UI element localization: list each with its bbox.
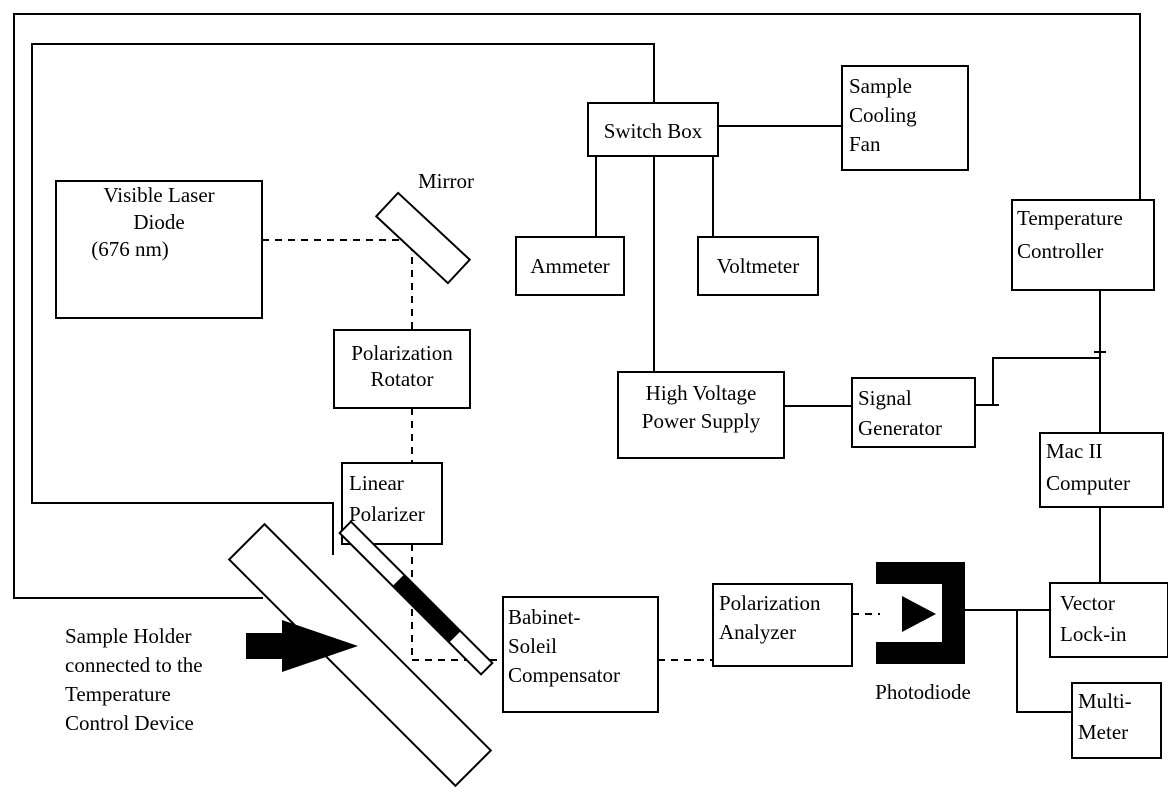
sample-holder-label-line: Control Device [65, 711, 194, 735]
temperature-controller-box [1011, 199, 1155, 291]
ammeter-box [515, 236, 625, 296]
pol-rotator-label-line: Rotator [371, 367, 434, 391]
ammeter-label: Ammeter [530, 254, 609, 278]
mirror-label: Mirror [418, 169, 474, 193]
switch-box-label: Switch Box [604, 119, 703, 143]
temp-controller-label-line: Controller [1017, 239, 1103, 263]
mac-label: Mac II Computer [1046, 439, 1130, 495]
pol-analyzer-label-line: Analyzer [719, 620, 796, 644]
mirror-label-line: Mirror [418, 169, 474, 193]
mac-label-line: Computer [1046, 471, 1130, 495]
voltmeter-box [697, 236, 819, 296]
laser-label-line: (676 nm) [91, 237, 169, 261]
babinet-soleil-box [502, 596, 659, 713]
lockin-label-line: Vector [1060, 591, 1115, 615]
multimeter-label: Multi- Meter [1078, 689, 1132, 744]
sample-electrode [392, 574, 461, 643]
cooling-fan-label-line: Cooling [849, 103, 917, 127]
sample-holder-arrow-icon [246, 620, 358, 672]
lockin-box [1049, 582, 1168, 658]
sample-holder-label-line: Sample Holder [65, 624, 192, 648]
babinet-label-line: Babinet- [508, 605, 580, 629]
wire-photodiode-multimeter [1016, 610, 1072, 713]
switch-box [587, 102, 719, 157]
photodiode-label-line: Photodiode [875, 680, 971, 704]
laser-diode-box [55, 180, 263, 319]
babinet-label-line: Soleil [508, 634, 557, 658]
polarization-rotator-box [333, 329, 471, 409]
lin-polarizer-label-line: Polarizer [349, 502, 425, 526]
multimeter-box [1071, 682, 1162, 759]
polarization-analyzer-box [712, 583, 853, 667]
mirror-shape [374, 191, 472, 285]
hv-power-supply-box [617, 371, 785, 459]
cooling-fan-box [841, 65, 969, 171]
switch-box-label-line: Switch Box [604, 119, 703, 143]
photodiode-label: Photodiode [875, 680, 971, 704]
laser-label-line: Visible Laser [103, 183, 214, 207]
multimeter-label-line: Meter [1078, 720, 1128, 744]
cooling-fan-label-line: Sample [849, 74, 912, 98]
photodiode-housing [876, 562, 965, 664]
signal-generator-box [851, 377, 976, 448]
lin-polarizer-label-line: Linear [349, 471, 404, 495]
hv-supply-label-line: High Voltage [646, 381, 757, 405]
babinet-label-line: Compensator [508, 663, 620, 687]
multimeter-label-line: Multi- [1078, 689, 1132, 713]
pol-analyzer-label-line: Polarization [719, 591, 821, 615]
hv-supply-label-line: Power Supply [642, 409, 761, 433]
wire-tempcontroller-outer-loop [13, 13, 1141, 599]
sample-holder-plate [227, 522, 493, 788]
voltmeter-label: Voltmeter [717, 254, 799, 278]
mac-label-line: Mac II [1046, 439, 1103, 463]
signal-gen-label-line: Generator [858, 416, 942, 440]
lockin-label-line: Lock-in [1060, 622, 1127, 646]
sample-holder-label-line: connected to the [65, 653, 203, 677]
voltmeter-label-line: Voltmeter [717, 254, 799, 278]
sample-holder [227, 520, 494, 788]
sample-holder-label-line: Temperature [65, 682, 171, 706]
temp-controller-label-line: Temperature [1017, 206, 1123, 230]
ammeter-label-line: Ammeter [530, 254, 609, 278]
photodiode [876, 562, 965, 664]
signal-gen-label-line: Signal [858, 386, 912, 410]
wire-signal-tempcontroller [975, 357, 1100, 406]
mac-computer-box [1039, 432, 1164, 508]
photodiode-triangle-icon [902, 596, 936, 632]
pol-rotator-label-line: Polarization [351, 341, 453, 365]
laser-label-line: Diode [133, 210, 184, 234]
wire-switchbox-outer-loop [31, 43, 655, 555]
cooling-fan-label-line: Fan [849, 132, 881, 156]
